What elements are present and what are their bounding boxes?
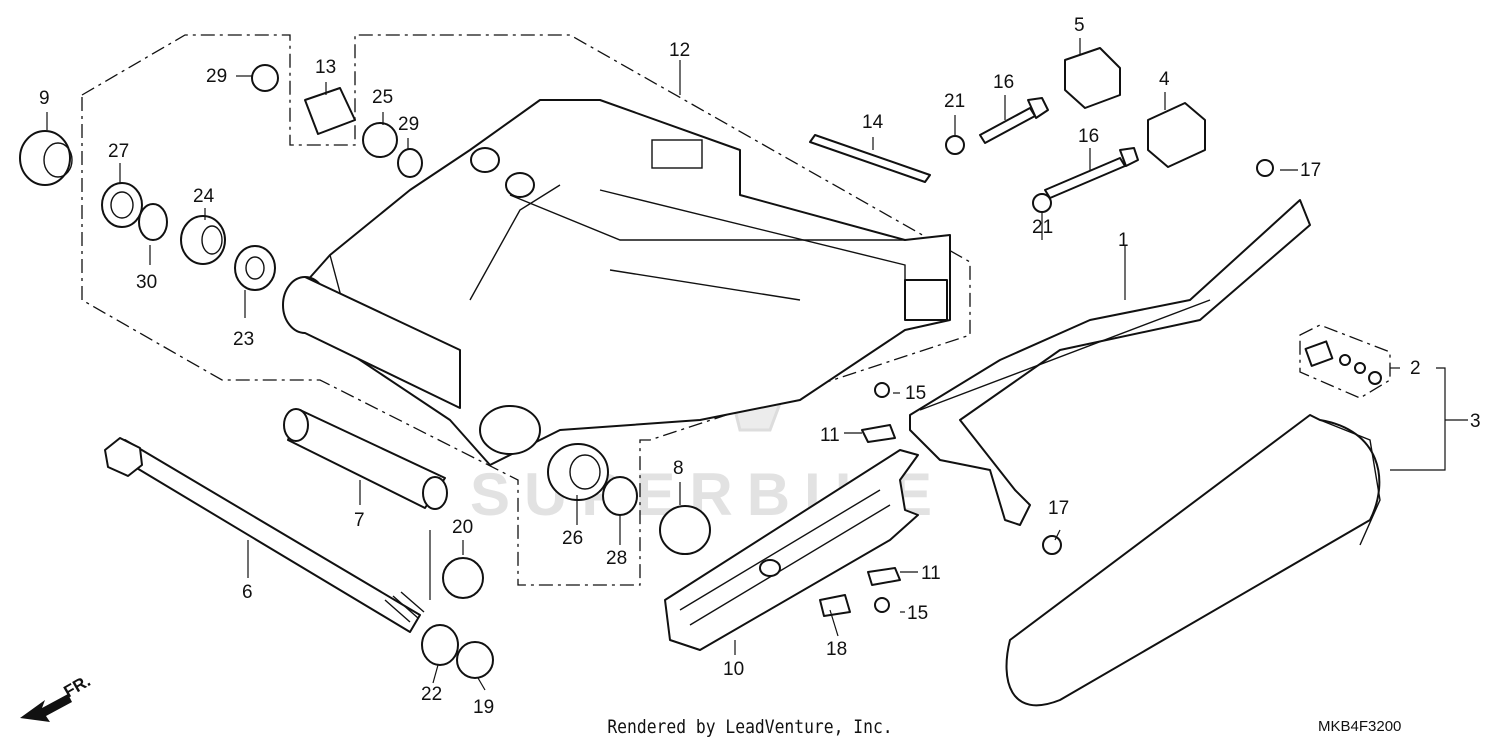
callout-3: 3	[1470, 411, 1481, 432]
callout-6: 6	[242, 582, 253, 603]
callout-5: 5	[1074, 15, 1085, 36]
callout-22: 22	[421, 684, 442, 705]
callout-18: 18	[826, 639, 847, 660]
callout-16-upper: 16	[993, 72, 1014, 93]
footer-credit: Rendered by LeadVenture, Inc.	[607, 716, 893, 738]
callout-14: 14	[862, 112, 884, 133]
callout-15-upper: 15	[905, 383, 926, 404]
leader-lines	[46, 38, 1468, 691]
callout-11-upper: 11	[820, 425, 840, 446]
callout-11-lower: 11	[921, 563, 941, 584]
pivot-bolt[interactable]	[104, 437, 425, 633]
callout-4: 4	[1159, 69, 1170, 90]
callout-17-lower: 17	[1048, 498, 1069, 519]
drive-chain[interactable]	[1005, 414, 1381, 707]
callout-16-lower: 16	[1078, 126, 1099, 147]
callout-9: 9	[39, 88, 50, 109]
callout-29-upper: 29	[206, 66, 227, 87]
callout-27: 27	[108, 141, 129, 162]
front-direction-indicator: FR.	[20, 671, 94, 722]
callout-12: 12	[669, 40, 690, 61]
callout-15-lower: 15	[907, 603, 928, 624]
callout-30: 30	[136, 272, 157, 293]
callout-7: 7	[354, 510, 365, 531]
callout-2: 2	[1410, 358, 1421, 379]
callout-23: 23	[233, 329, 254, 350]
callout-1: 1	[1118, 230, 1129, 251]
chain-guard[interactable]	[909, 199, 1311, 526]
chain-slider[interactable]	[664, 449, 919, 651]
callout-17-upper: 17	[1300, 160, 1321, 181]
callout-19: 19	[473, 697, 494, 718]
callout-13: 13	[315, 57, 336, 78]
hardware[interactable]	[809, 47, 1274, 617]
callout-25: 25	[372, 87, 393, 108]
callout-10: 10	[723, 659, 744, 680]
diagram-code: MKB4F3200	[1318, 718, 1402, 735]
callout-28: 28	[606, 548, 627, 569]
callout-29-lower: 29	[398, 114, 419, 135]
front-arrow-icon	[20, 694, 72, 722]
callout-21-lower: 21	[1032, 217, 1053, 238]
callout-21-upper: 21	[944, 91, 965, 112]
callout-20: 20	[452, 517, 473, 538]
callouts: 9 27 30 24 23 29 13 25 29 12 14 21 16 5 …	[39, 15, 1481, 718]
swingarm[interactable]	[282, 99, 951, 466]
master-link[interactable]	[1304, 340, 1382, 385]
callout-8: 8	[673, 458, 684, 479]
callout-26: 26	[562, 528, 583, 549]
pivot-collar[interactable]	[283, 408, 448, 510]
bearings[interactable]	[19, 64, 711, 679]
callout-24: 24	[193, 186, 215, 207]
